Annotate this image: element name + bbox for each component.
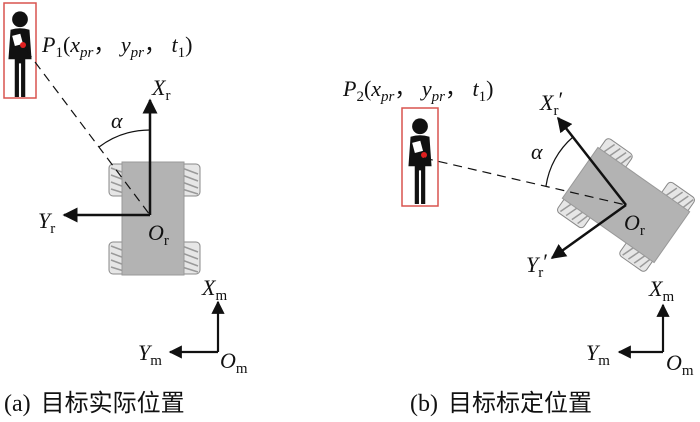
robot-a [108, 161, 201, 276]
robot-x-label-b: Xr′ [539, 87, 563, 119]
robot-x-label-a: Xr [151, 75, 170, 104]
angle-arc-b [545, 136, 574, 187]
angle-label-a: α [111, 108, 123, 133]
robot-y-label-b: Yr′ [526, 249, 548, 281]
caption-a: (a)目标实际位置 [4, 389, 185, 417]
map-y-label-a: Ym [138, 340, 162, 369]
dashed-line-b [423, 157, 627, 206]
map-x-label-a: Xm [201, 275, 227, 304]
robot-y-label-a: Yr [38, 208, 55, 237]
person-box-b [401, 107, 439, 207]
robot-origin-label-a: Or [148, 220, 169, 249]
caption-b: (b)目标标定位置 [410, 389, 592, 417]
person-icon-a [7, 10, 33, 98]
dashed-line-a [25, 49, 151, 216]
map-origin-label-b: Om [666, 350, 694, 379]
angle-arc-a [98, 129, 151, 148]
person-box-a [3, 2, 37, 99]
panel-b: P2(xpr， ypr， t1) α Xr′ Yr′ Or Xm Ym Om (… [342, 76, 697, 417]
panel-a: P1(xpr， ypr， t1) α Xr Yr Or Xm Ym Om (a)… [3, 2, 248, 417]
person-marker-a [20, 42, 26, 48]
robot-y-axis-b [550, 203, 627, 260]
robot-origin-label-b: Or [624, 210, 645, 239]
map-x-label-b: Xm [648, 276, 674, 305]
person-icon-b [407, 117, 433, 205]
robot-x-axis-b [557, 116, 627, 206]
person-label-a: P1(xpr， ypr， t1) [41, 32, 192, 61]
map-origin-label-a: Om [220, 348, 248, 377]
person-label-b: P2(xpr， ypr， t1) [342, 76, 493, 105]
map-y-label-b: Ym [586, 340, 610, 369]
angle-label-b: α [531, 139, 543, 164]
person-marker-b [421, 152, 427, 158]
